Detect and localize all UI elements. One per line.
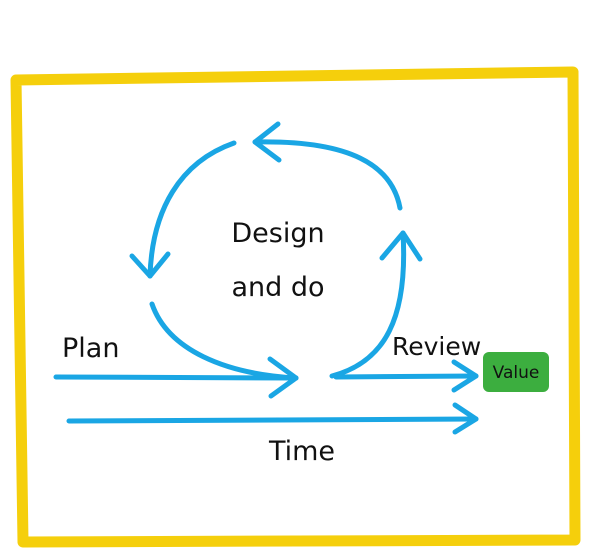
cycle-label-line2: and do: [231, 272, 324, 303]
time-label: Time: [268, 436, 335, 467]
review-label: Review: [392, 332, 481, 361]
cycle-arrow-left-head: [129, 251, 171, 279]
cycle-arrow-top: [252, 139, 403, 211]
cycle-label-line1: Design: [231, 218, 324, 249]
value-label: Value: [493, 363, 540, 383]
review-line-head: [451, 359, 479, 393]
time-line: [66, 416, 479, 424]
value-box: [483, 352, 549, 392]
cycle-arrow-right: [329, 230, 407, 379]
cycle-arrow-top-head: [252, 121, 282, 163]
cycle-arrow-right-head: [379, 230, 423, 262]
plan-label: Plan: [62, 333, 119, 364]
cycle-arrow-bottom: [149, 301, 299, 381]
review-line: [333, 373, 479, 380]
plan-line-head: [267, 356, 299, 399]
time-line-head: [452, 402, 479, 435]
frame-border: [10, 66, 581, 548]
plan-line: [53, 374, 299, 381]
cycle-arrow-left: [147, 140, 237, 279]
